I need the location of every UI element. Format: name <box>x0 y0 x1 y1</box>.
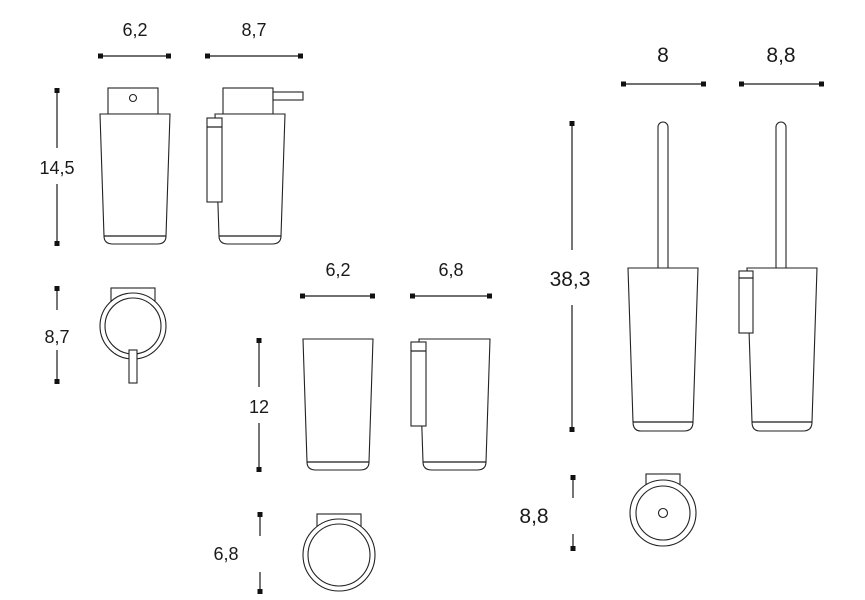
dim-line-soap-width-side <box>205 53 303 59</box>
dim-line-tumbler-depth <box>257 512 263 594</box>
label-tumbler-height: 12 <box>249 397 269 417</box>
label-soap-height: 14,5 <box>39 158 74 178</box>
tumbler-front-view <box>302 338 374 471</box>
tumbler-group: 6,2 6,8 12 6,8 <box>213 260 492 594</box>
tumbler-top-view <box>302 513 376 592</box>
toilet-brush-side-view <box>738 121 818 432</box>
dim-line-soap-height <box>54 88 60 246</box>
label-brush-height: 38,3 <box>550 268 591 291</box>
tumbler-side-view <box>410 338 491 471</box>
toilet-brush-top-view <box>629 473 697 547</box>
dim-line-brush-height <box>569 121 575 432</box>
soap-dispenser-front-view <box>99 87 171 245</box>
soap-dispenser-top-view <box>99 287 167 384</box>
dim-line-tumbler-width-side <box>410 293 492 299</box>
soap-dispenser-side-view <box>206 87 304 245</box>
dim-line-soap-width-front <box>98 53 171 59</box>
label-soap-width-side: 8,7 <box>241 20 266 40</box>
dim-line-brush-width-side <box>739 81 824 87</box>
label-soap-width-front: 6,2 <box>122 20 147 40</box>
label-brush-depth: 8,8 <box>519 505 548 528</box>
soap-dispenser-group: 6,2 8,7 14,5 <box>39 20 304 384</box>
label-brush-width-side: 8,8 <box>766 44 795 67</box>
toilet-brush-front-view <box>627 121 699 432</box>
dim-line-soap-depth <box>54 286 60 384</box>
label-tumbler-width-front: 6,2 <box>325 260 350 280</box>
toilet-brush-group: 8 8,8 38,3 <box>519 44 824 551</box>
dim-line-brush-width-front <box>621 81 706 87</box>
dim-line-tumbler-width-front <box>300 293 375 299</box>
label-soap-depth: 8,7 <box>44 327 69 347</box>
dim-line-brush-depth <box>570 475 576 551</box>
label-brush-width-front: 8 <box>657 44 669 67</box>
label-tumbler-depth: 6,8 <box>213 544 238 564</box>
dim-line-tumbler-height <box>256 338 262 472</box>
label-tumbler-width-side: 6,8 <box>438 260 463 280</box>
